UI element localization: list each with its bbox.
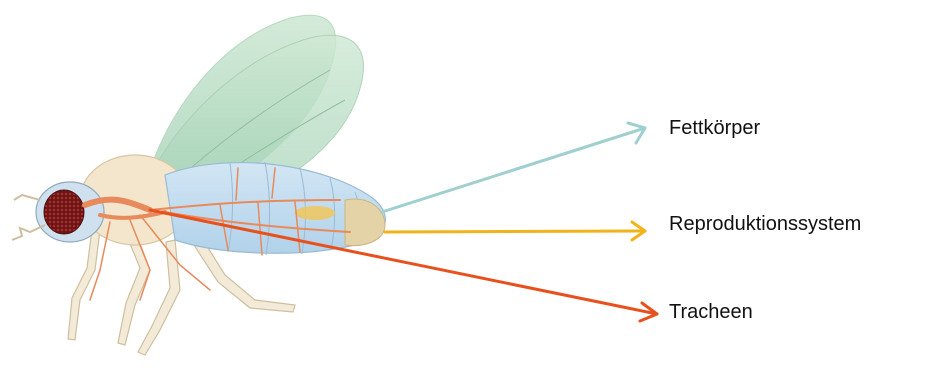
arrow-fat-body	[382, 123, 645, 212]
fly-illustration	[12, 15, 385, 355]
label-tracheae: Tracheen	[669, 300, 753, 324]
label-reproductive-system: Reproduktionssystem	[669, 212, 861, 236]
label-fat-body: Fettkörper	[669, 116, 760, 140]
compound-eye	[44, 190, 84, 234]
arrow-tracheae	[150, 210, 657, 321]
arrow-reproductive-system	[385, 222, 645, 240]
reproductive-organ	[295, 206, 335, 220]
